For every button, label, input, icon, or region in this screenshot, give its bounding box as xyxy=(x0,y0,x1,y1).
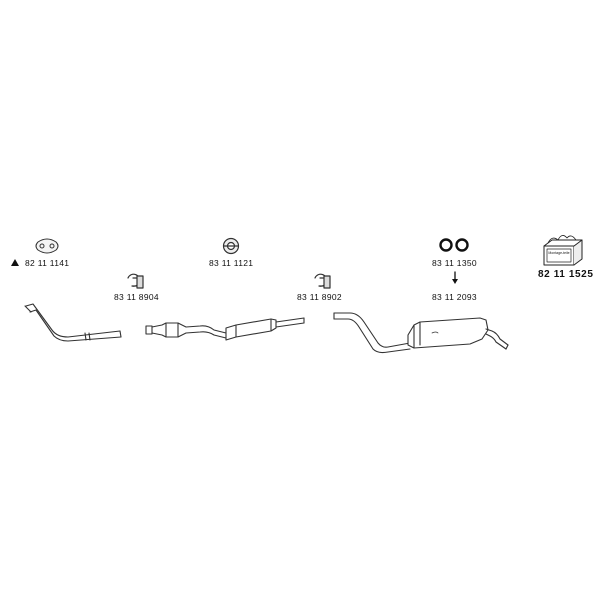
front-pipe xyxy=(24,303,122,342)
part-number-middle-gasket: 83 11 1121 xyxy=(209,258,254,268)
kit-box-label: Montage-teile xyxy=(548,251,570,255)
middle-pipe-silencer xyxy=(145,317,305,341)
part-number-rubber-rings: 83 11 1350 xyxy=(432,258,477,268)
warning-triangle-icon xyxy=(11,259,19,266)
part-number-clamp-1: 83 11 8904 xyxy=(114,292,159,302)
part-number-rear-mount: 83 11 2093 xyxy=(432,292,477,302)
rear-mount-arrow-icon xyxy=(452,271,458,284)
rear-pipe-silencer xyxy=(333,312,509,354)
rubber-rings-icon xyxy=(439,238,469,252)
part-number-clamp-2: 83 11 8902 xyxy=(297,292,342,302)
middle-gasket-icon xyxy=(222,237,240,255)
clamp-1-icon xyxy=(127,273,144,289)
mounting-kit-box-icon xyxy=(543,235,583,266)
part-number-front-gasket: 82 11 1141 xyxy=(25,258,70,268)
front-gasket-icon xyxy=(35,238,59,254)
part-number-mounting-kit: 82 11 1525 xyxy=(538,269,594,280)
clamp-2-icon xyxy=(314,273,331,289)
